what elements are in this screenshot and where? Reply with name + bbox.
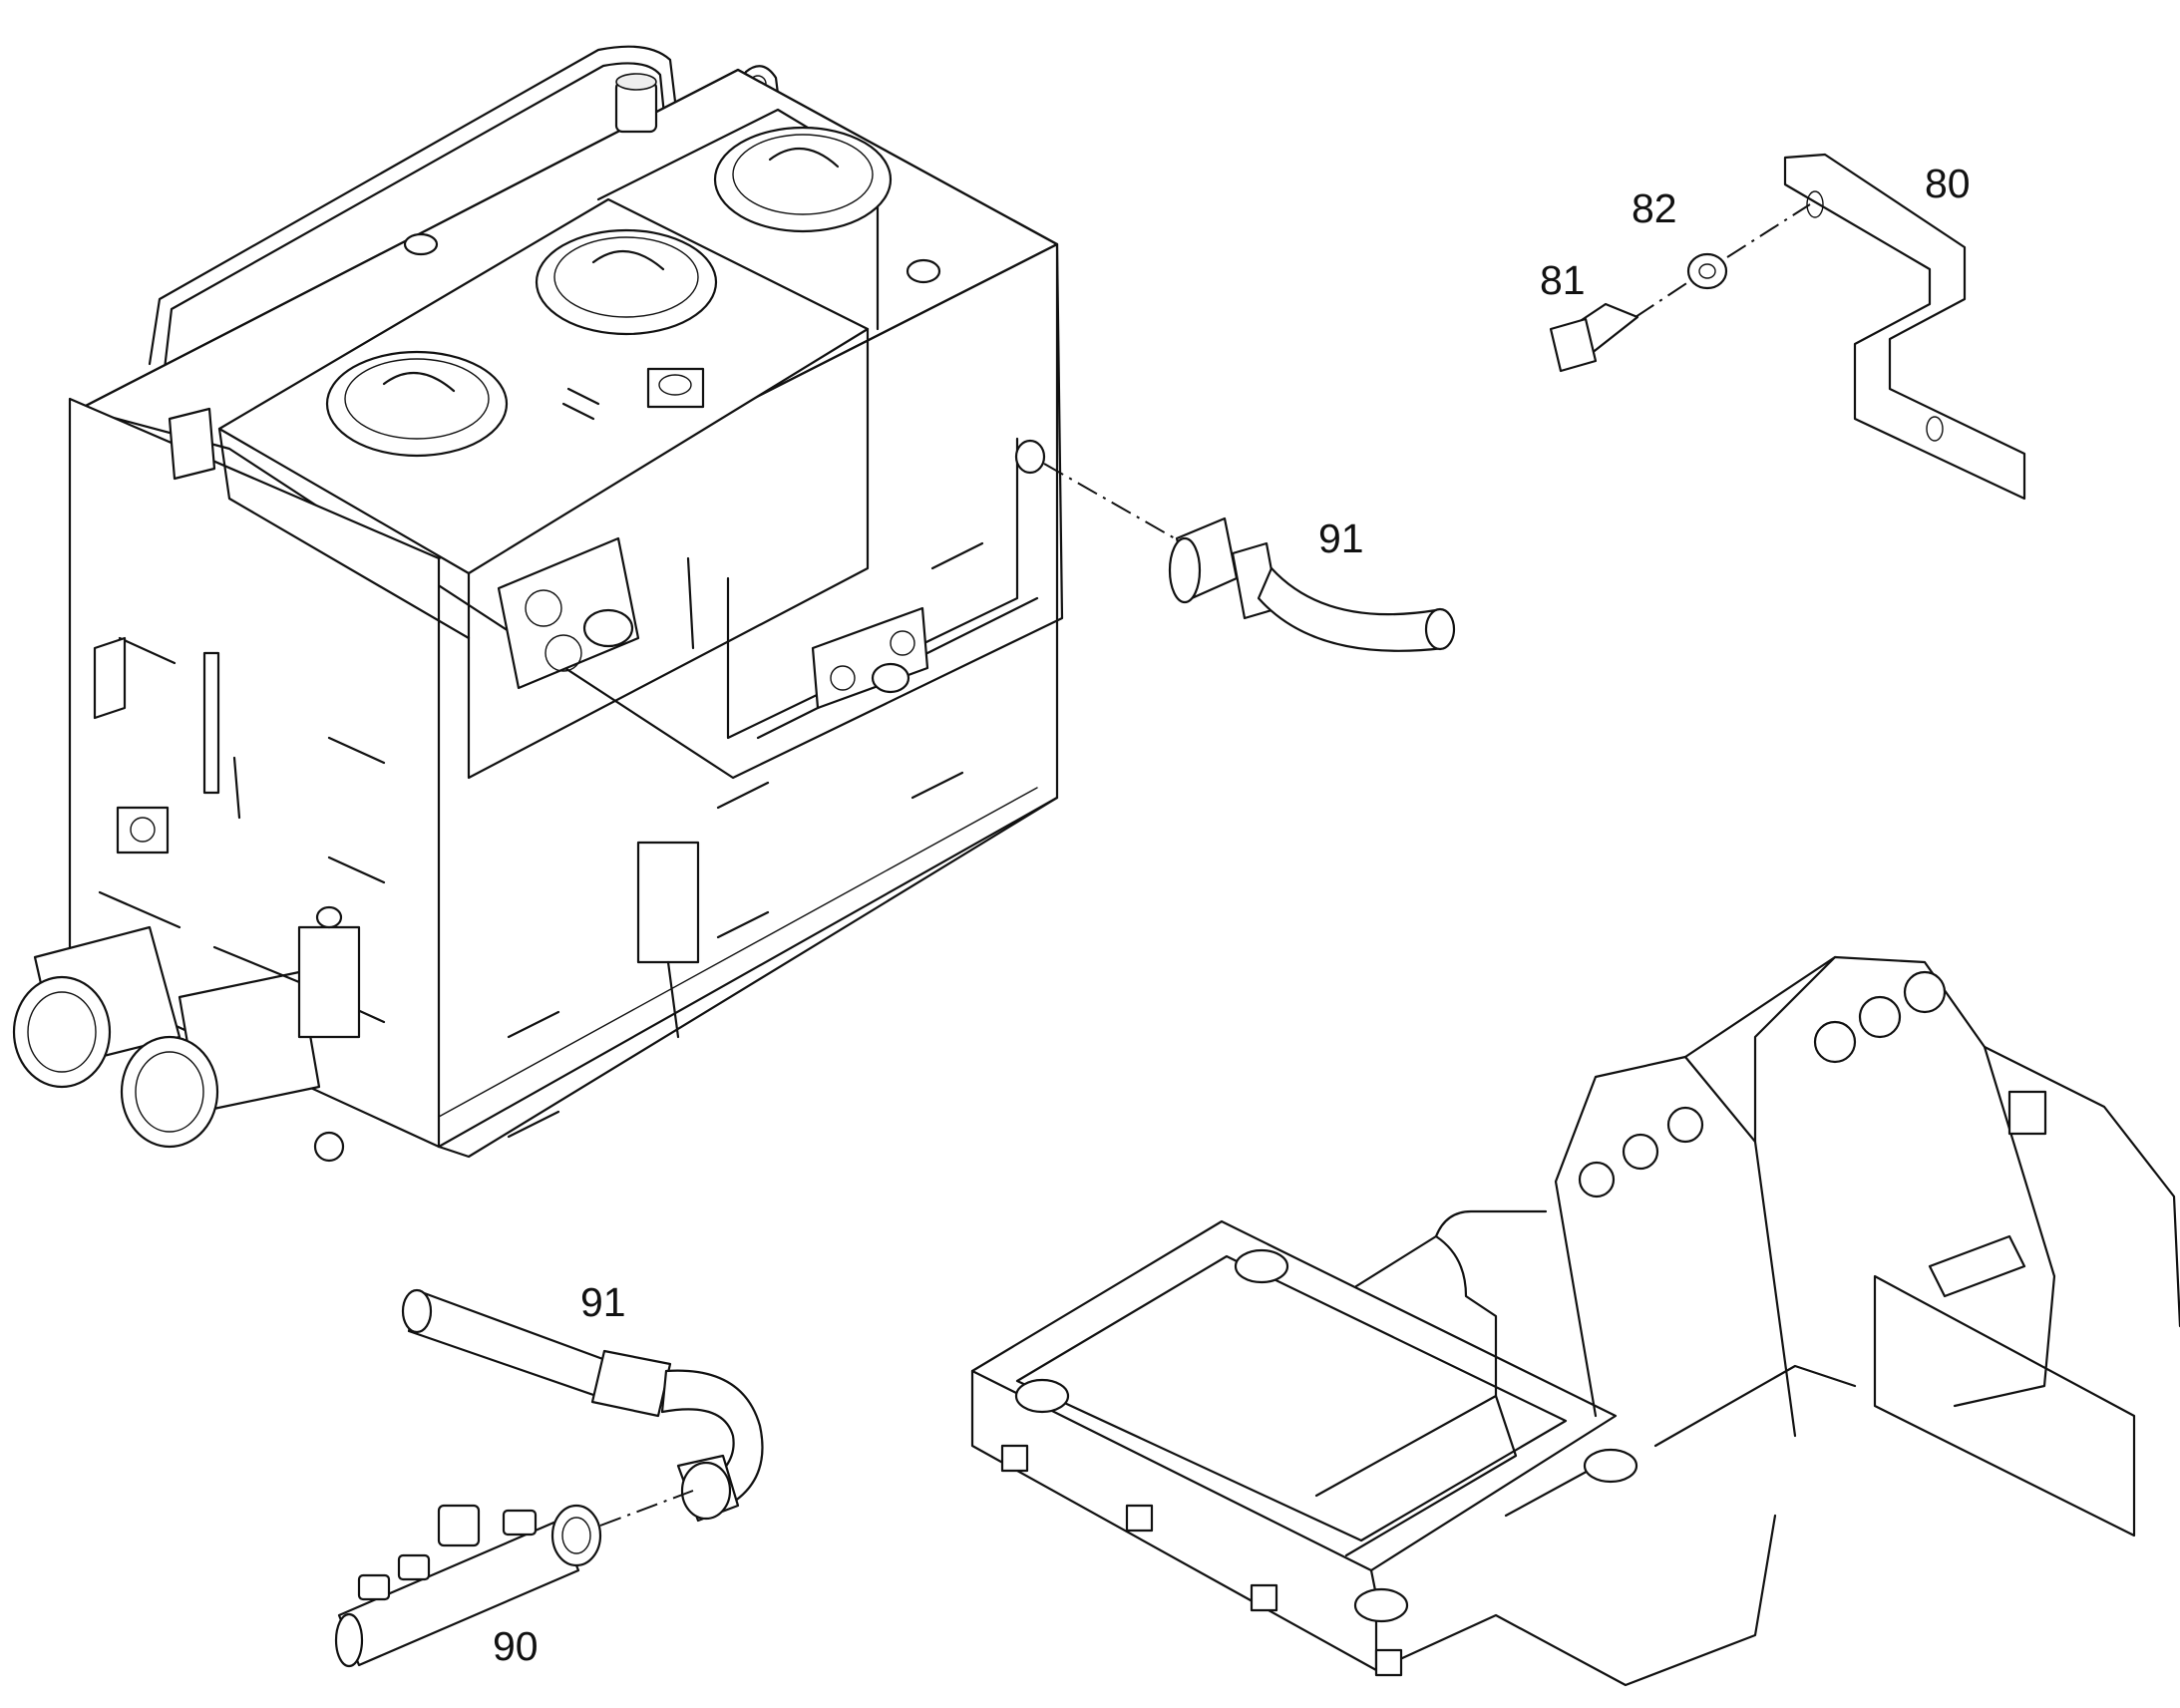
- callout-bracket: 80: [1925, 161, 1971, 206]
- callout-bolt: 81: [1540, 257, 1586, 303]
- bracket-assembly: [1549, 153, 2026, 501]
- manifold-block: [334, 1490, 694, 1668]
- hose-lower: [401, 1288, 764, 1523]
- callout-hose-upper: 91: [1318, 515, 1364, 561]
- callout-hose-lower: 91: [580, 1279, 626, 1325]
- machine-frame: [970, 955, 2180, 1687]
- callout-manifold: 90: [493, 1623, 539, 1669]
- hydraulic-tank-assembly: [12, 45, 1064, 1163]
- callout-washer: 82: [1632, 185, 1677, 231]
- callouts: 91 91 90 80 81 82: [493, 161, 1971, 1669]
- hose-upper: [1043, 463, 1456, 652]
